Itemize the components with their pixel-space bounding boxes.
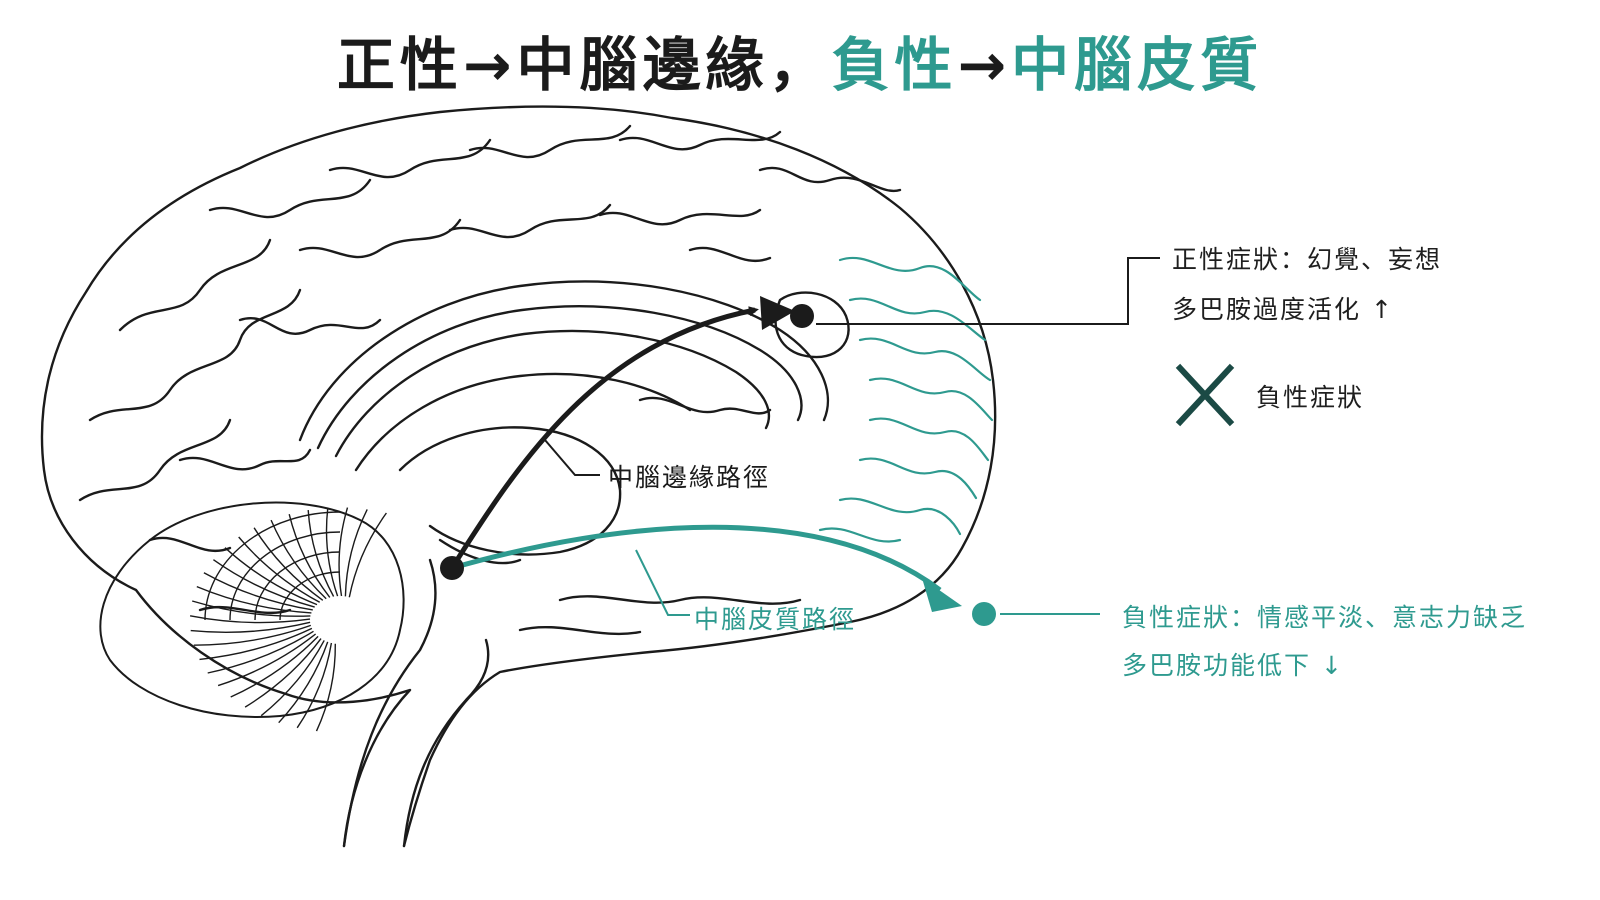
cortex-target-dot: [972, 602, 996, 626]
cerebellum-folium: [191, 600, 311, 617]
title-arrow-1: →: [462, 31, 517, 99]
title-negative: 負性: [831, 31, 958, 99]
cerebellum-folium: [189, 615, 311, 624]
brain-outline: [40, 105, 997, 848]
cerebellum-folium: [348, 512, 387, 598]
cerebellum-folium: [278, 641, 329, 724]
cerebellum-folium: [217, 633, 317, 687]
mesocortical-arrowhead: [922, 578, 962, 612]
cerebellum-folium: [315, 643, 337, 732]
cerebellum-folium: [270, 519, 327, 600]
cerebellum-folium: [296, 642, 333, 729]
cerebellum-folium: [196, 585, 312, 614]
dopamine-underactive-label: 多巴胺功能低下 ↓: [1122, 651, 1344, 680]
title-positive: 正性: [336, 31, 463, 99]
title-mesolimbic: 中腦邊緣: [516, 31, 769, 99]
title-mesocortical: 中腦皮質: [1011, 31, 1264, 99]
mesocortical-arrow: [451, 524, 942, 593]
cerebellum-arc: [254, 551, 341, 621]
mesolimbic-arrow: [449, 306, 759, 570]
title-arrow-2: →: [957, 31, 1012, 99]
limbic-target-dot: [790, 304, 814, 328]
mesolimbic-arrowhead: [760, 296, 795, 330]
mesolimbic-pathway-label: 中腦邊緣路徑: [608, 463, 771, 492]
cerebellum-folium: [193, 624, 312, 646]
cerebellum-folium: [253, 527, 324, 601]
negative-symptoms-label: 負性症狀：情感平淡、意志力缺乏: [1122, 603, 1528, 632]
mesocortical-pathway-label: 中腦皮質路徑: [694, 605, 857, 634]
cerebellum-arc: [279, 571, 341, 621]
cerebellum-folium: [344, 509, 368, 597]
mesocortical-label-leader: [635, 549, 690, 616]
diagram-title: 正性→中腦邊緣，負性→中腦皮質: [0, 18, 1600, 102]
cerebellum-folium: [212, 559, 315, 608]
negative-symptoms-cross-label: 負性症狀: [1256, 383, 1365, 412]
dopamine-overactive-label: 多巴胺過度活化 ↑: [1172, 295, 1394, 324]
positive-leader-line: [816, 257, 1160, 325]
cerebellum-folium: [260, 640, 325, 717]
vta-dot: [440, 556, 464, 580]
cerebellum-arc: [229, 531, 341, 621]
cerebellum-folium: [230, 635, 319, 698]
positive-symptoms-label: 正性症狀：幻覺、妄想: [1172, 245, 1443, 274]
cerebellum-folium: [207, 630, 314, 674]
cerebellum-folium: [199, 627, 313, 661]
cerebellum-folium: [244, 638, 322, 708]
prefrontal-region: [818, 257, 994, 543]
cross-icon: [1175, 363, 1235, 427]
mesolimbic-label-leader: [544, 439, 600, 476]
cerebellum-folium: [190, 621, 311, 633]
title-comma: ，: [768, 31, 832, 99]
cerebellum-folium: [238, 536, 321, 603]
cerebellum: [99, 501, 405, 732]
cerebellum-arc: [204, 511, 341, 621]
cerebellum-folium: [224, 547, 318, 606]
